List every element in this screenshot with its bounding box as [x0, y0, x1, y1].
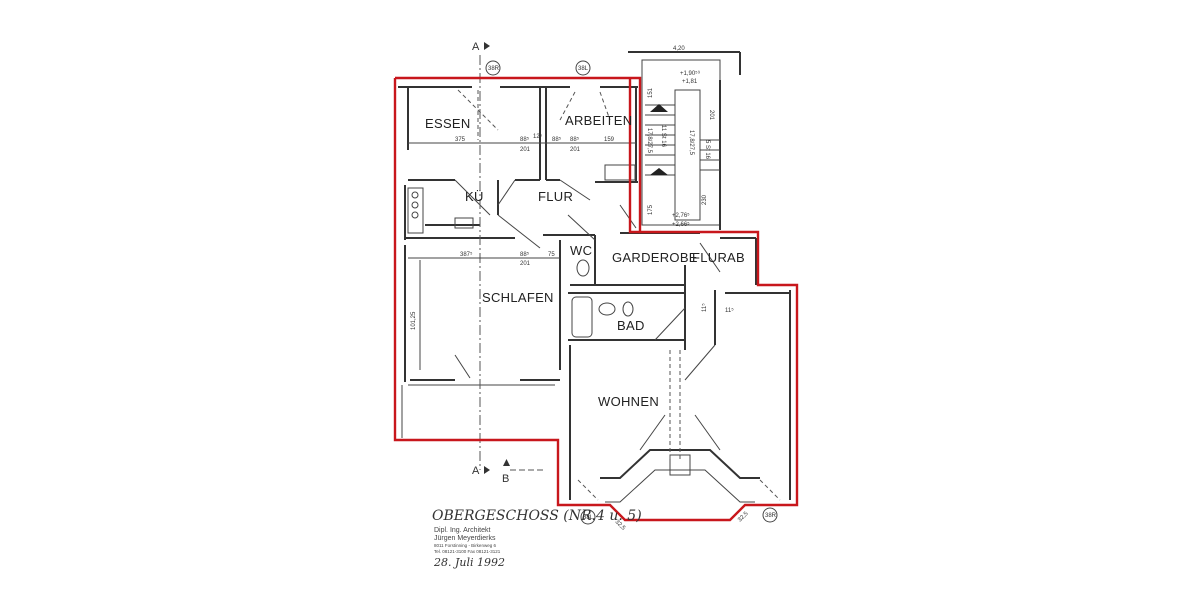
- fixtures: [407, 164, 636, 338]
- walls: [398, 51, 791, 503]
- window-tag-essen: 38R: [488, 66, 500, 72]
- room-label-wohnen: WOHNEN: [598, 394, 659, 409]
- dim-stair-175: 175: [648, 204, 654, 215]
- dim-stair-level-1: +1,90⁵⁹: [680, 70, 701, 77]
- bathtub-icon: [571, 296, 593, 338]
- doors: [454, 179, 721, 451]
- dim-essen-side: 12⁵: [533, 133, 543, 140]
- dim-essen-door: 88⁵: [520, 136, 530, 143]
- dim-stair-level-4: +2,66⁵: [672, 221, 690, 228]
- architect-line-2: Jürgen Meyerdierks: [434, 535, 496, 542]
- dim-schlafen-door: 88⁵: [520, 251, 530, 258]
- room-label-bad: BAD: [617, 318, 645, 333]
- section-marker-b: B: [502, 473, 509, 485]
- dim-stair-level-3: +2,76⁵: [672, 212, 690, 219]
- dim-schlafen-right: 75: [548, 252, 555, 258]
- section-marker-a-bottom: A: [472, 465, 480, 477]
- dim-arbeiten-width: 159: [604, 137, 615, 143]
- room-label-flur-2: FLUR: [692, 250, 727, 265]
- apartment-boundary: [393, 76, 799, 522]
- room-label-flur: FLUR: [538, 189, 573, 204]
- dim-ab-2: 11⁵: [725, 307, 734, 314]
- dim-stair-top: 4,20: [673, 46, 685, 52]
- room-label-wc: WC: [570, 243, 592, 258]
- dim-stair-201: 201: [708, 110, 714, 121]
- dimension-lines: [408, 142, 636, 370]
- dim-essen-width: 375: [455, 137, 466, 143]
- dim-schlafen-door-h: 201: [520, 261, 531, 267]
- dim-stair-run-4: 17,8/27,5: [688, 130, 694, 156]
- architect-line-4: Tel. 08121-3100 Fax 08121-3121: [434, 549, 501, 554]
- dim-stair-151: 151: [648, 87, 654, 98]
- dim-arbeiten-door-h: 201: [570, 147, 581, 153]
- dim-stair-run-1: 11 St 16: [660, 125, 666, 148]
- dim-schlafen-side: 101,25: [411, 311, 417, 330]
- window-tag-wohnen-left: 38L: [583, 515, 594, 521]
- dim-essen-door-h: 201: [520, 147, 531, 153]
- dim-stair-level-2: +1,81: [682, 79, 698, 85]
- room-label-schlafen: SCHLAFEN: [482, 290, 554, 305]
- windows: [457, 89, 781, 501]
- dim-stair-run-2: 17,8/27,5: [646, 128, 652, 154]
- sink-icon: [598, 302, 616, 316]
- room-label-ab: AB: [727, 250, 745, 265]
- dim-stair-run-3: 5 St 16: [704, 140, 710, 160]
- window-tag-wohnen-right: 38R: [765, 513, 777, 519]
- plan-title: OBERGESCHOSS (NR.4 u. 5): [432, 508, 642, 524]
- toilet-icon: [576, 259, 590, 277]
- room-label-garderobe: GARDEROBE: [612, 250, 698, 265]
- room-label-essen: ESSEN: [425, 116, 471, 131]
- architect-line-3: 8011 Forstinning - Birkenweg 6: [434, 543, 496, 548]
- dim-schlafen-left: 387⁵: [460, 251, 473, 258]
- architect-line-1: Dipl. Ing. Architekt: [434, 527, 490, 534]
- plan-date: 28. Juli 1992: [433, 556, 505, 569]
- section-marker-a-top: A: [472, 41, 480, 53]
- window-tag-arbeiten: 38L: [578, 66, 589, 72]
- room-label-kueche: KÜ: [465, 189, 484, 204]
- dim-stair-230: 230: [702, 194, 708, 205]
- dim-arbeiten-left: 88⁵: [552, 136, 562, 143]
- dim-ab-1: 11⁵: [701, 303, 708, 312]
- dim-arbeiten-door: 88⁵: [570, 136, 580, 143]
- window-tags: [485, 60, 778, 525]
- room-label-arbeiten: ARBEITEN: [565, 113, 632, 128]
